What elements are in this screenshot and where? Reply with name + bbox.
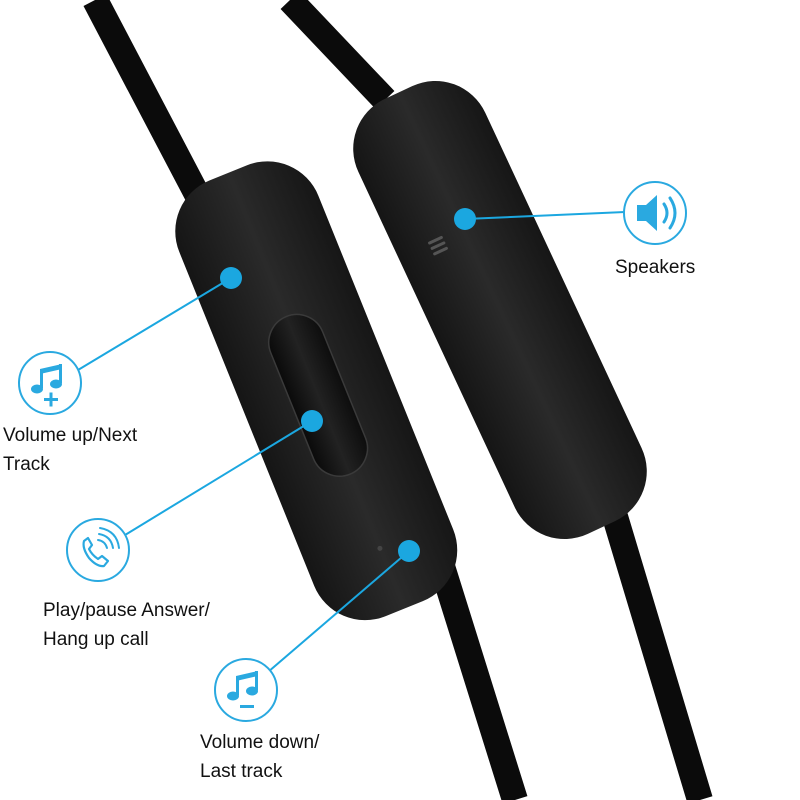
callout-label-speakers: Speakers <box>615 253 695 282</box>
left-cable <box>83 0 528 800</box>
dot-volume-down <box>398 540 420 562</box>
right-remote <box>353 80 647 540</box>
speaker-icon <box>623 181 687 245</box>
callout-label-play-pause: Play/pause Answer/ Hang up call <box>43 596 210 654</box>
dot-volume-up <box>220 267 242 289</box>
volume-up-label-line-1: Volume up/Next <box>3 425 138 446</box>
callout-label-volume-up: Volume up/Next Track <box>3 421 137 479</box>
right-cable <box>280 0 713 800</box>
callout-lines <box>77 211 626 673</box>
play-pause-label-line-2: Hang up call <box>43 629 149 650</box>
speaker-grille <box>428 235 448 256</box>
dot-speakers <box>454 208 476 230</box>
volume-up-label-line-2: Track <box>3 454 50 475</box>
left-remote <box>175 161 458 621</box>
music-note-plus-icon <box>18 351 82 415</box>
callout-dots <box>220 208 476 562</box>
volume-down-label-line-1: Volume down/ <box>200 732 320 753</box>
volume-down-label-line-2: Last track <box>200 761 283 782</box>
dot-play-pause <box>301 410 323 432</box>
phone-ringing-icon <box>66 518 130 582</box>
callout-label-volume-down: Volume down/ Last track <box>200 728 319 786</box>
play-pause-label-line-1: Play/pause Answer/ <box>43 600 210 621</box>
control-button <box>268 313 369 477</box>
music-note-minus-icon <box>214 658 278 722</box>
speakers-label-line-1: Speakers <box>615 257 696 278</box>
